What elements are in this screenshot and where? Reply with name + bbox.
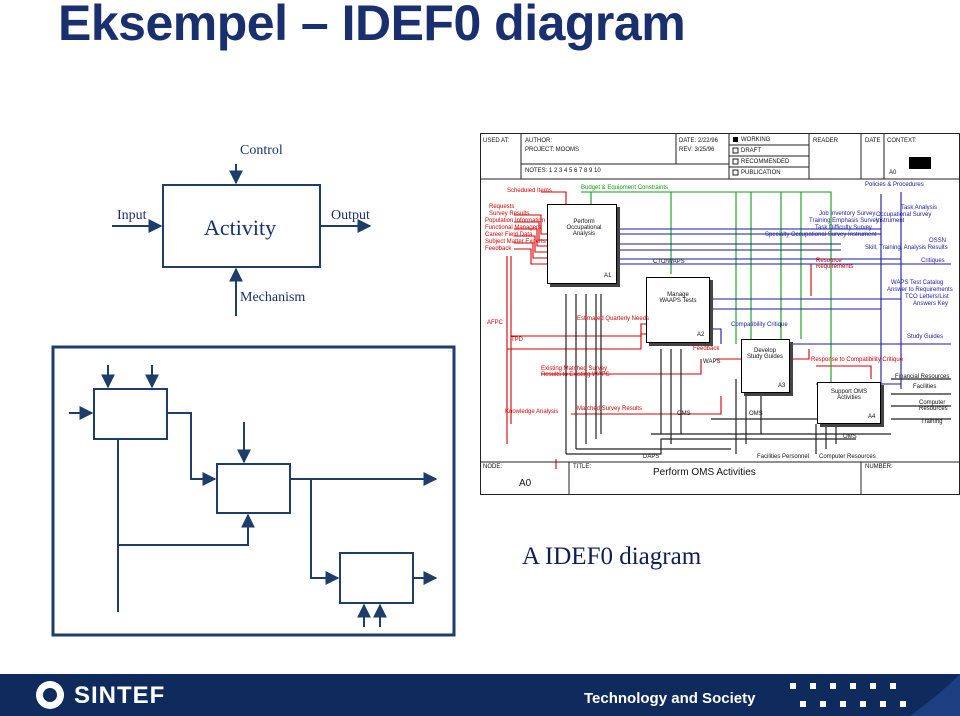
idef0-box-a1: Perform Occupational Analysis A1	[547, 204, 617, 284]
activity-box	[162, 184, 321, 268]
node-value: A0	[519, 478, 532, 489]
sketch-box-2	[216, 463, 291, 514]
lbl-feedback: Feedback	[485, 246, 512, 252]
idef0-detail-lines	[481, 134, 959, 494]
idef0-box-a4: Support OMS Activities A4	[817, 382, 881, 424]
mechanism-label: Mechanism	[240, 290, 306, 305]
lbl-task-analysis: Task Analysis	[901, 205, 938, 211]
author-label: AUTHOR:	[525, 138, 552, 144]
lbl-func-mgrs: Functional Managers	[485, 225, 542, 231]
rev-label: REV: 3/25/96	[679, 147, 715, 153]
lbl-training: Training	[921, 419, 943, 425]
lbl-occ-survey: Occupational Survey Instrument	[876, 212, 932, 224]
title-value: Perform OMS Activities	[653, 467, 756, 478]
lbl-answer-req: Answer to Requirements	[887, 287, 953, 293]
lbl-policies: Policies & Procedures	[865, 182, 924, 188]
lbl-daps: DAPS	[643, 454, 660, 460]
tagline: Technology and Society	[584, 690, 756, 707]
input-label: Input	[117, 208, 147, 223]
draft-label: DRAFT	[741, 148, 761, 154]
lbl-task-difficulty: Task Difficulty Survey	[815, 225, 872, 231]
lbl-ossn: OSSN	[929, 238, 947, 244]
lbl-waps-catalog: WAPS Test Catalog	[891, 280, 944, 286]
idef0-box-a3: Develop Study Guides A3	[741, 339, 790, 393]
lbl-estimated: Estimated Quarterly Needs	[577, 316, 650, 322]
lbl-waps: WAPS	[703, 359, 721, 365]
lbl-oms2: OMS	[749, 411, 763, 417]
publication-label: PUBLICATION	[741, 170, 781, 176]
used-at-label: USED AT:	[483, 138, 510, 144]
diagram-caption: A IDEF0 diagram	[522, 543, 702, 570]
sketch-box-1	[93, 388, 168, 440]
footer-swoosh	[910, 674, 960, 716]
brand-name: SINTEF	[74, 682, 166, 709]
output-label: Output	[331, 208, 370, 223]
recommended-label: RECOMMENDED	[741, 159, 790, 165]
number-label: NUMBER:	[865, 464, 893, 470]
idef0-detail-diagram: USED AT: AUTHOR: PROJECT: MOOMS NOTES: 1…	[480, 133, 960, 495]
lbl-matched: Matched Survey Results	[577, 406, 643, 412]
lbl-oms3: OMS	[843, 434, 857, 440]
footer-bar: SINTEF Technology and Society	[0, 674, 960, 716]
lbl-training-emphasis: Training Emphasis Survey	[809, 218, 879, 224]
lbl-tco: TCO Letters/List	[905, 294, 949, 300]
date-label: DATE: 2/22/96	[679, 138, 718, 144]
lbl-sme: Subject Matter Experts	[485, 239, 546, 245]
lbl-population: Population Information	[485, 218, 546, 224]
working-label: WORKING	[741, 137, 771, 143]
idef0-box-a2: Manage WAAPS Tests A2	[646, 277, 710, 343]
lbl-computer: Computer Resources	[919, 400, 948, 412]
lbl-requests: Requests	[489, 204, 515, 210]
lbl-oms1: OMS	[677, 411, 691, 417]
lbl-critiques: Critiques	[921, 258, 945, 264]
lbl-existing: Existing Matched Survey Results to Exist…	[541, 366, 610, 378]
title-label: TITLE:	[573, 464, 592, 470]
lbl-specialty: Specialty Occupational Survey Instrument	[765, 232, 877, 238]
notes-label: NOTES: 1 2 3 4 5 6 7 8 9 10	[525, 168, 601, 174]
lbl-facilities: Facilities	[913, 384, 937, 390]
date2-label: DATE	[865, 138, 881, 144]
lbl-response: Response to Compatibility Critique	[811, 357, 904, 363]
lbl-survey-results: Survey Results	[489, 211, 530, 217]
lbl-resource-req: Resource Requirements	[816, 258, 854, 270]
context-a0: A0	[889, 170, 897, 176]
lbl-skill: Skill, Training, Analysis Results	[865, 245, 948, 251]
page-title: Eksempel – IDEF0 diagram	[58, 0, 686, 51]
lbl-financial: Financial Resources	[895, 374, 950, 380]
lbl-afpc: AFPC	[487, 320, 504, 326]
project-label: PROJECT: MOOMS	[525, 147, 580, 153]
lbl-cto-waps: CTO/WAPS	[653, 259, 685, 265]
sintef-logo-icon	[36, 681, 64, 709]
lbl-career: Career Field Data	[485, 232, 533, 238]
lbl-comp-res2: Computer Resources	[819, 454, 876, 460]
control-label: Control	[240, 143, 283, 158]
context-label: CONTEXT:	[887, 138, 917, 144]
activity-label: Activity	[204, 215, 277, 240]
lbl-answers-key: Answers Key	[913, 301, 949, 307]
lbl-study-guides: Study Guides	[907, 334, 944, 340]
sketch-box-3	[339, 552, 414, 604]
node-label: NODE:	[483, 464, 503, 470]
lbl-scheduled: Scheduled Items	[507, 188, 552, 194]
lbl-tpd: TPD	[511, 337, 523, 343]
lbl-feedback2: Feedback	[693, 346, 720, 352]
lbl-knowledge: Knowledge Analysis	[505, 409, 559, 415]
lbl-job-inventory: Job Inventory Survey	[819, 211, 876, 217]
reader-label: READER	[813, 138, 839, 144]
lbl-budget: Budget & Equipment Constraints	[581, 185, 669, 191]
lbl-compat: Compatibility Critique	[731, 322, 788, 328]
lbl-fac-personnel: Facilities Personnel	[757, 454, 810, 460]
